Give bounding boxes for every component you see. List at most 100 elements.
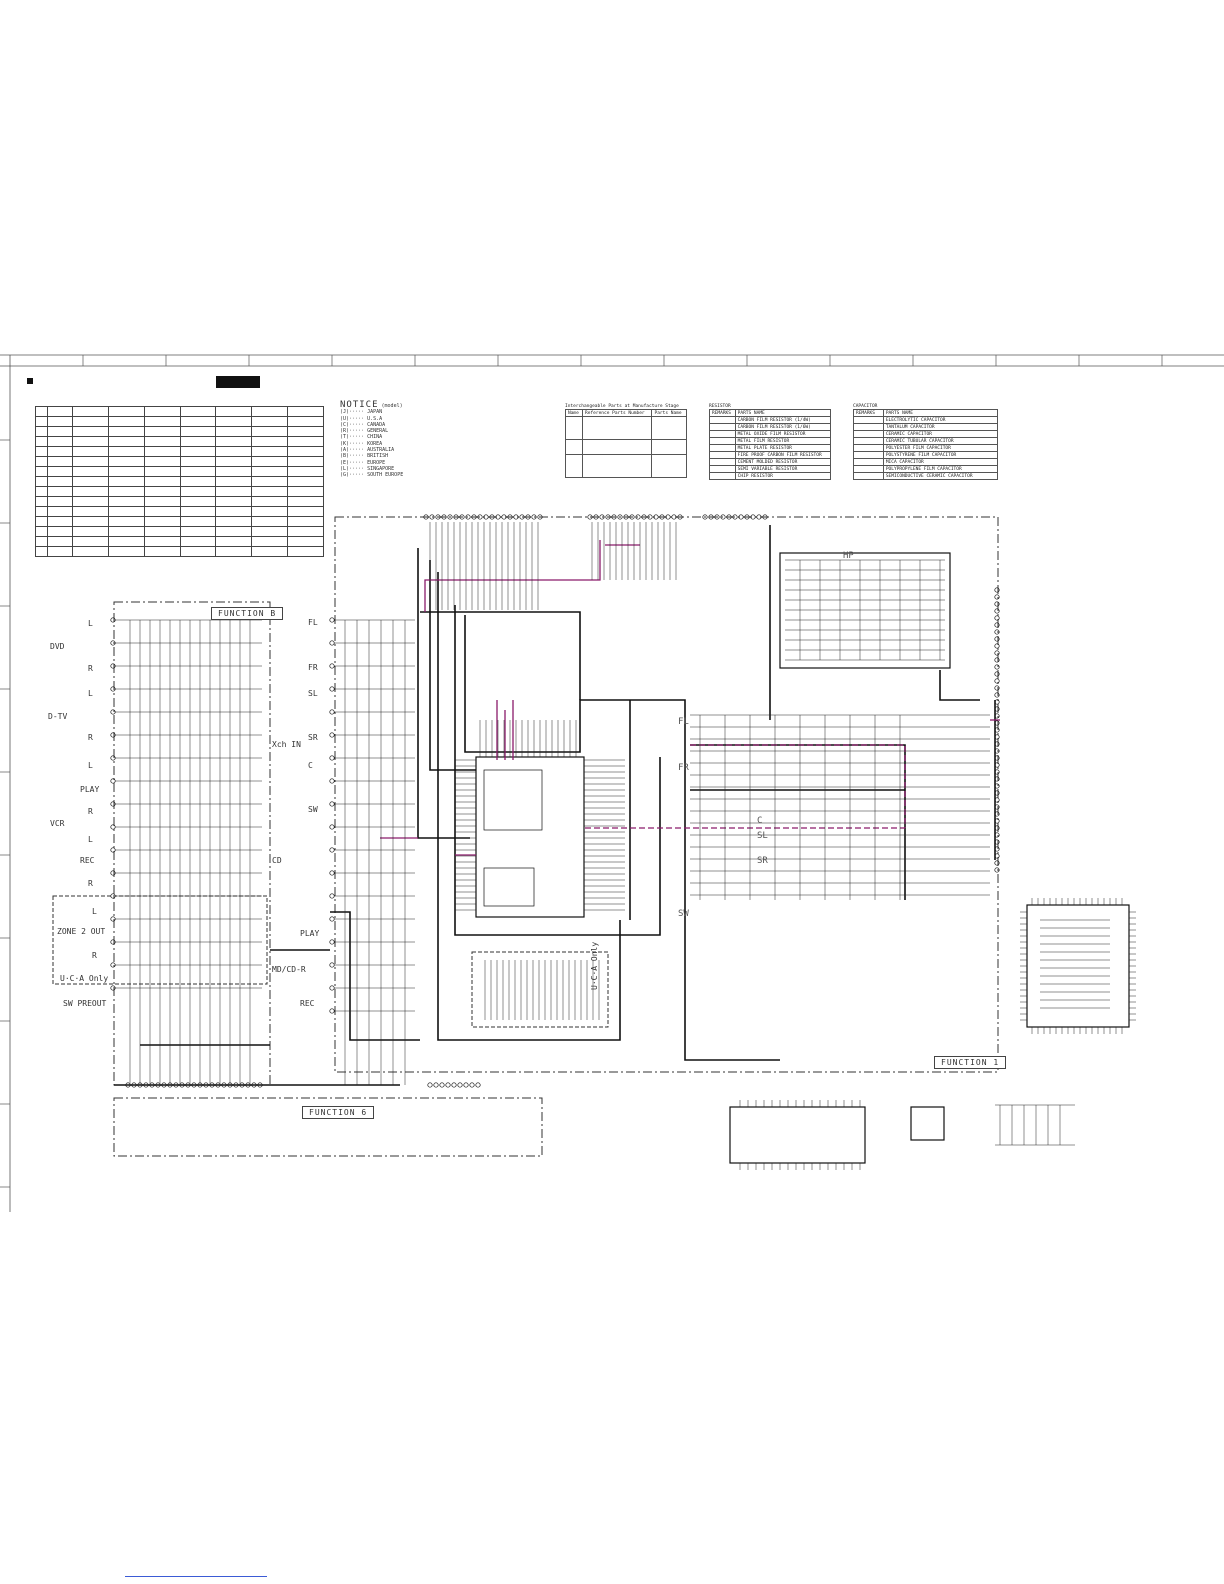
zone2-label: ZONE 2 OUT bbox=[57, 927, 106, 936]
interchangeable-block: Interchangeable Parts at Manufacture Sta… bbox=[564, 404, 687, 478]
mid-rec: REC bbox=[300, 999, 315, 1008]
connector-pin bbox=[994, 636, 1000, 642]
notice-line: (C)····· CANADA bbox=[340, 421, 386, 428]
notice-line: (G)····· SOUTH EUROPE bbox=[340, 472, 404, 479]
connector-pin bbox=[329, 824, 335, 830]
connector-pin bbox=[738, 514, 744, 520]
connector-pin bbox=[329, 778, 335, 784]
notice-block: NOTICE (model) (J)····· JAPAN(U)····· U.… bbox=[340, 401, 404, 479]
connector-pin bbox=[329, 617, 335, 623]
connector-pin bbox=[143, 1082, 149, 1088]
connector-pin bbox=[647, 514, 653, 520]
uca-only-label: U·C·A Only bbox=[60, 974, 109, 983]
connector-pin bbox=[329, 847, 335, 853]
connector-pin bbox=[762, 514, 768, 520]
connector-pin bbox=[110, 663, 116, 669]
connector-pin bbox=[994, 762, 1000, 768]
vcr-play-l: L bbox=[88, 761, 93, 770]
connector-pin bbox=[702, 514, 708, 520]
connector-pin bbox=[994, 860, 1000, 866]
notice-line: (T)····· CHINA bbox=[340, 434, 383, 441]
connector-pin bbox=[451, 1082, 457, 1088]
connector-pin bbox=[525, 514, 531, 520]
connector-pin bbox=[475, 1082, 481, 1088]
connector-pin bbox=[329, 663, 335, 669]
connector-pin bbox=[994, 748, 1000, 754]
connector-pin bbox=[635, 514, 641, 520]
function-1-title: FUNCTION 1 bbox=[934, 1056, 1007, 1069]
connector-pin bbox=[439, 1082, 445, 1088]
dvd-r-label: R bbox=[88, 664, 93, 673]
connector-pin bbox=[489, 514, 495, 520]
connector-pin bbox=[329, 962, 335, 968]
connector-pin bbox=[507, 514, 513, 520]
connector-pin bbox=[329, 985, 335, 991]
connector-pin bbox=[110, 801, 116, 807]
connector-pin bbox=[203, 1082, 209, 1088]
ch-fl: FL bbox=[678, 717, 689, 727]
connector-pin bbox=[110, 824, 116, 830]
connector-pin bbox=[599, 514, 605, 520]
connector-pin bbox=[221, 1082, 227, 1088]
vcr-rec-r: R bbox=[88, 879, 93, 888]
connector-pin bbox=[994, 727, 1000, 733]
input-dtv-label: D-TV bbox=[48, 712, 68, 721]
input-vcr-label: VCR bbox=[50, 819, 65, 828]
connector-pin bbox=[994, 783, 1000, 789]
connector-pin bbox=[233, 1082, 239, 1088]
ch-sr: SR bbox=[757, 856, 768, 866]
mid-c: C bbox=[308, 761, 313, 770]
connector-pin bbox=[756, 514, 762, 520]
connector-pin bbox=[714, 514, 720, 520]
connector-pin bbox=[623, 514, 629, 520]
legend-row: CHIP RESISTOR bbox=[709, 472, 832, 480]
vcr-rec-label: REC bbox=[80, 856, 95, 865]
connector-pin bbox=[994, 678, 1000, 684]
connector-pin bbox=[191, 1082, 197, 1088]
interchangeable-title: Interchangeable Parts at Manufacture Sta… bbox=[565, 404, 679, 409]
dvd-l-label: L bbox=[88, 619, 93, 628]
mid-cd: CD bbox=[272, 856, 282, 865]
capacitor-legend-title: CAPACITOR bbox=[853, 404, 878, 409]
connector-pin bbox=[329, 709, 335, 715]
spec-table-cell bbox=[287, 546, 324, 557]
mid-sw: SW bbox=[308, 805, 318, 814]
mid-fr: FR bbox=[308, 663, 318, 672]
connector-pin bbox=[665, 514, 671, 520]
ch-sw: SW bbox=[678, 909, 689, 919]
legend-part-name: SEMICONDUCTIVE CERAMIC CAPACITOR bbox=[882, 472, 999, 480]
connector-pin bbox=[994, 657, 1000, 663]
connector-pin bbox=[994, 832, 1000, 838]
small-ic-pinout bbox=[910, 1106, 945, 1141]
spec-table-row bbox=[34, 456, 324, 467]
connector-pin bbox=[994, 706, 1000, 712]
dtv-l-label: L bbox=[88, 689, 93, 698]
legend-part-name: CHIP RESISTOR bbox=[734, 472, 832, 480]
connector-pin bbox=[994, 685, 1000, 691]
connector-pin bbox=[110, 916, 116, 922]
connector-pin bbox=[110, 778, 116, 784]
connector-pin bbox=[257, 1082, 263, 1088]
connector-pin bbox=[531, 514, 537, 520]
function-b-title: FUNCTION B bbox=[211, 607, 284, 620]
notice-subtitle: (model) bbox=[381, 403, 403, 409]
mid-sr: SR bbox=[308, 733, 318, 742]
spec-table bbox=[34, 406, 324, 557]
connector-pin bbox=[110, 962, 116, 968]
hp-amp-block bbox=[779, 552, 951, 669]
connector-pin bbox=[726, 514, 732, 520]
ch-fr: FR bbox=[678, 763, 689, 773]
vcr-play-label: PLAY bbox=[80, 785, 100, 794]
footer-link-underline bbox=[125, 1576, 267, 1577]
connector-pin bbox=[593, 514, 599, 520]
main-ic-body bbox=[475, 756, 585, 918]
connector-pin bbox=[465, 514, 471, 520]
connector-pin bbox=[994, 622, 1000, 628]
connector-pin bbox=[994, 853, 1000, 859]
connector-pin bbox=[994, 825, 1000, 831]
connector-pin bbox=[513, 514, 519, 520]
ch-c: C bbox=[757, 816, 763, 826]
connector-pin bbox=[110, 640, 116, 646]
